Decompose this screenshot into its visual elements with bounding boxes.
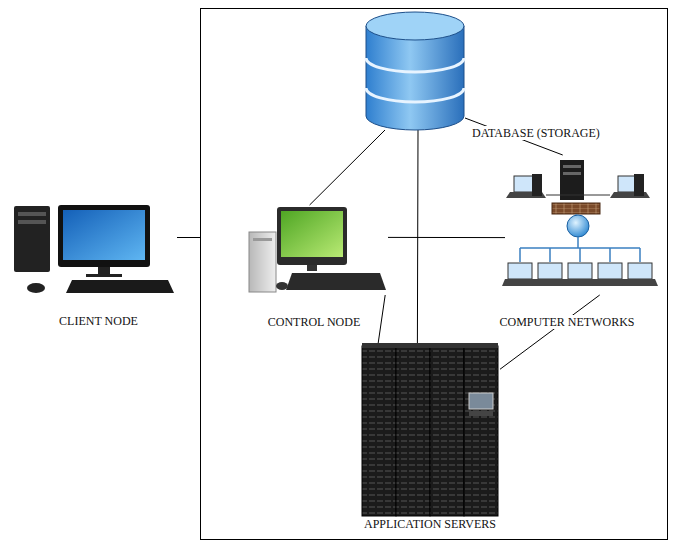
device-node: APPLICATION SERVERS: [360, 343, 500, 518]
system-frame: [201, 9, 668, 540]
client-link: [177, 237, 200, 238]
server-rack-icon: [362, 343, 498, 516]
connection-line: [378, 295, 385, 343]
node-label: DATABASE (STORAGE): [470, 126, 602, 140]
database-icon: [366, 12, 464, 130]
device-node: CLIENT NODE: [12, 200, 177, 295]
network-icon: [502, 160, 658, 286]
device-node: DATABASE (STORAGE): [365, 10, 465, 130]
node-label: CLIENT NODE: [57, 314, 140, 328]
node-label: APPLICATION SERVERS: [362, 517, 498, 531]
connection-line: [417, 130, 419, 343]
device-node: CONTROL NODE: [248, 205, 388, 295]
control-computer-icon: [249, 207, 386, 292]
device-node: COMPUTER NETWORKS: [505, 155, 653, 295]
node-label: COMPUTER NETWORKS: [498, 315, 637, 329]
node-label: CONTROL NODE: [266, 315, 363, 329]
connection-line: [310, 130, 385, 205]
client-computer-icon: [14, 205, 174, 293]
connection-line: [500, 295, 600, 369]
connection-line: [388, 237, 505, 238]
